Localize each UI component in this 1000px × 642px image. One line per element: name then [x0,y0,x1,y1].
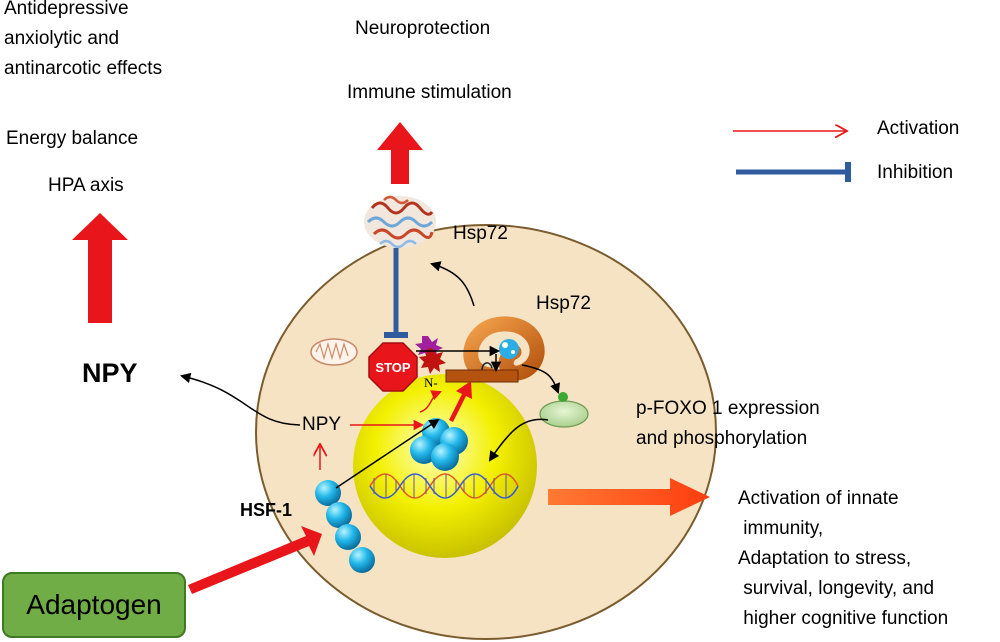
hsp72-inhibition-line [384,248,408,338]
hsp72-label-mid: Hsp72 [536,293,591,314]
energy-balance-label: Energy balance [6,128,139,149]
hpa-axis-label: HPA axis [48,175,124,196]
legend [733,131,851,182]
outcome-arrow [548,478,710,516]
mitochondrion [310,338,358,366]
hsf-to-hsp-arrow [449,381,472,422]
npy-main-label: NPY [82,358,138,388]
stress-burst-icons [415,336,446,374]
legend-activation-label: Activation [877,118,960,139]
adaptogen-label: Adaptogen [26,589,162,620]
foxo1-molecule [539,392,589,428]
npy-cell-label: NPY [302,414,342,435]
npy-effects-arrow [72,213,128,323]
hsf1-label: HSF-1 [240,500,293,520]
neuroprotection-label: Neuroprotection [355,18,491,39]
stop-sign: STOP [368,342,418,392]
black-arrows [179,261,560,489]
red-activation-arrows [320,390,442,470]
outcomes-label: Activation of innate immunity, Adaptatio… [738,488,949,629]
dna-helix [369,473,519,499]
hsp72-protein-structure [364,195,436,249]
npy-effects-label: Antidepressive anxiolytic and antinarcot… [4,0,163,79]
hsp72-n-terminal-bar [445,369,519,383]
immune-stimulation-label: Immune stimulation [347,82,512,103]
adaptogen-box: Adaptogen [2,572,186,638]
legend-inhibition-label: Inhibition [877,162,954,183]
hsf1-monomers [315,480,375,573]
foxo-label: p-FOXO 1 expression and phosphorylation [636,398,820,449]
adaptogen-arrow [188,526,322,594]
hsp72-effects-arrow [377,122,423,184]
n-terminus-label: N- [424,375,438,390]
stop-label: STOP [375,360,410,375]
hsp72-label-top: Hsp72 [453,223,508,244]
